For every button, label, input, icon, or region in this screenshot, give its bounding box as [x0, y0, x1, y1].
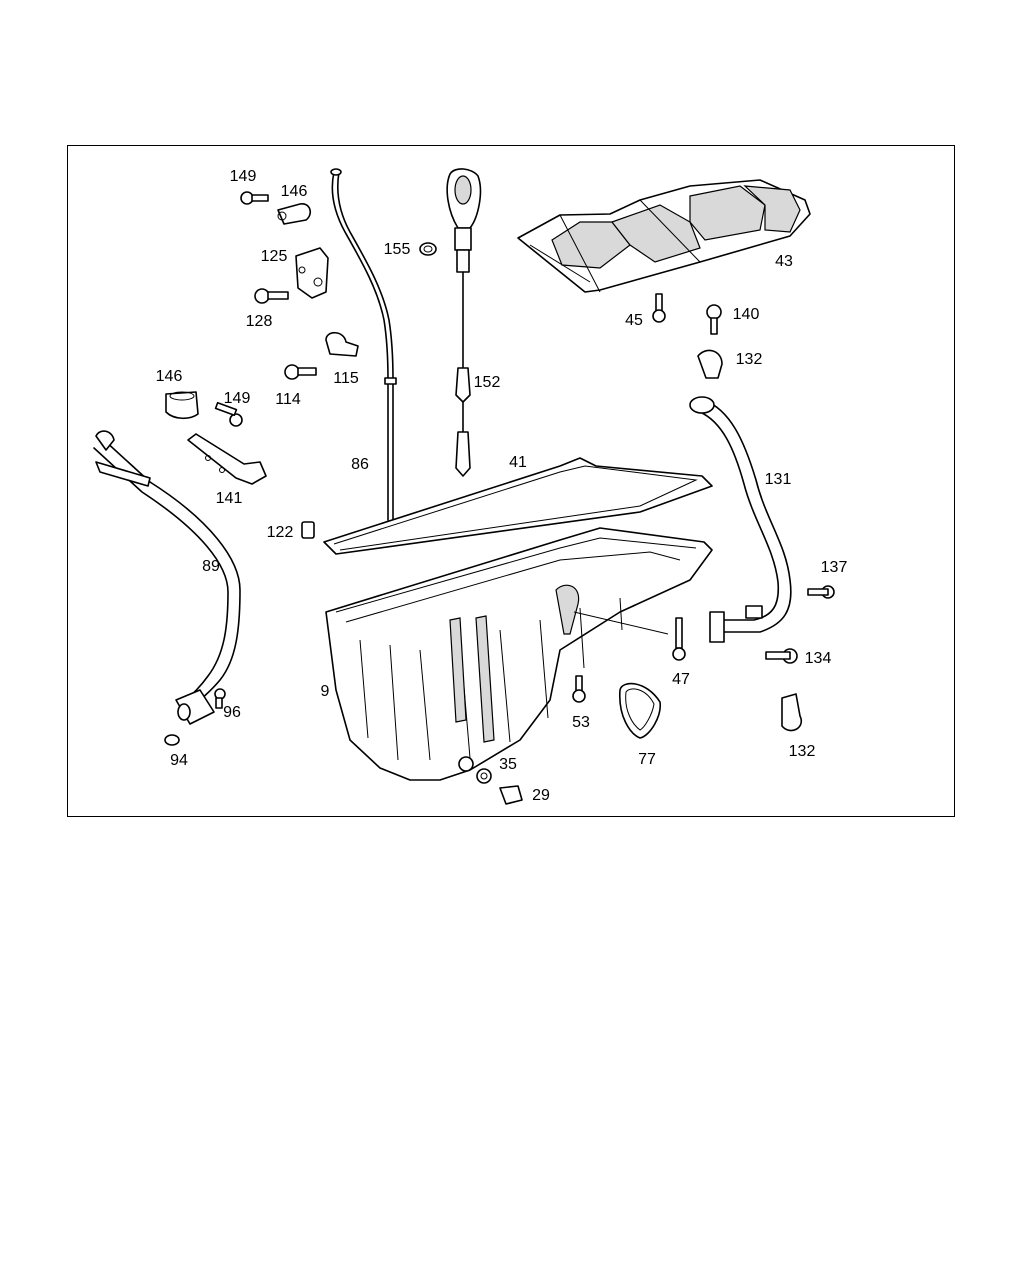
label-41: 41: [509, 454, 527, 471]
part-125-bracket: [295, 247, 329, 299]
label-35: 35: [499, 756, 517, 773]
label-149-a: 149: [230, 168, 257, 185]
label-137: 137: [821, 559, 848, 576]
part-152-dipstick: [446, 168, 482, 477]
label-128: 128: [246, 313, 273, 330]
label-152: 152: [474, 374, 501, 391]
label-122: 122: [267, 524, 294, 541]
label-131: 131: [765, 471, 792, 488]
label-29: 29: [532, 787, 550, 804]
part-155-o-ring: [419, 242, 437, 256]
part-131-pickup-pipe: [689, 396, 792, 643]
label-146-a: 146: [281, 183, 308, 200]
label-146-b: 146: [156, 368, 183, 385]
label-9: 9: [321, 683, 330, 700]
part-140-bolt: [706, 304, 722, 335]
label-125: 125: [261, 248, 288, 265]
label-43: 43: [775, 253, 793, 270]
label-86: 86: [351, 456, 369, 473]
label-94: 94: [170, 752, 188, 769]
label-132-a: 132: [736, 351, 763, 368]
label-45: 45: [625, 312, 643, 329]
part-132-clip-a: [697, 349, 723, 379]
label-140: 140: [733, 306, 760, 323]
part-89-pipe: [93, 430, 241, 725]
part-149-bolt-b: [214, 401, 243, 427]
part-132-clip-b: [781, 693, 803, 732]
label-77: 77: [638, 751, 656, 768]
label-96: 96: [223, 704, 241, 721]
label-53: 53: [572, 714, 590, 731]
label-149-b: 149: [224, 390, 251, 407]
part-146-clamp-b: [165, 391, 199, 420]
part-115-clamp: [325, 331, 359, 357]
part-43-shield: [517, 179, 811, 293]
label-114: 114: [275, 391, 301, 408]
part-29-drain-plug: [458, 756, 523, 805]
part-86-guide-tube: [330, 168, 397, 521]
part-122-plug: [301, 521, 315, 539]
label-115: 115: [333, 370, 359, 387]
part-128-bolt: [254, 288, 289, 304]
label-89: 89: [202, 558, 220, 575]
label-134: 134: [805, 650, 832, 667]
part-146-clamp-a: [277, 203, 312, 225]
part-47-bolt: [672, 617, 686, 661]
part-94-washer: [164, 734, 180, 746]
part-114-bolt: [284, 364, 317, 380]
label-155: 155: [384, 241, 411, 258]
part-149-bolt-a: [240, 191, 269, 205]
part-35-seal: [476, 768, 492, 784]
part-141-bracket: [187, 433, 267, 485]
label-47: 47: [672, 671, 690, 688]
part-96-bolt: [214, 688, 226, 709]
part-77-seal: [619, 682, 661, 739]
part-134-bolt: [765, 648, 798, 664]
part-9-oil-pan: [325, 527, 713, 781]
label-141: 141: [216, 490, 243, 507]
label-132-b: 132: [789, 743, 816, 760]
part-41-gasket: [323, 457, 713, 555]
part-45-bolt: [652, 293, 666, 323]
part-137-bolt: [807, 585, 835, 599]
part-53-bolt: [572, 675, 586, 703]
